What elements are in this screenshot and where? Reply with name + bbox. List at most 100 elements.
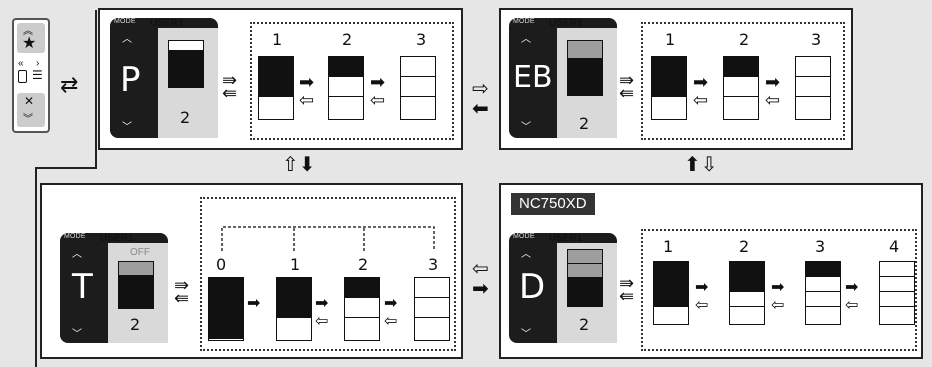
- arrow-left-icon: ⇦: [370, 90, 386, 110]
- step-label: 3: [428, 255, 439, 274]
- step-label: 3: [416, 30, 427, 49]
- mode-arrows-icon: ⇛⇚: [174, 275, 190, 308]
- step-bar: [653, 261, 689, 325]
- arrow-right-icon: ➡: [247, 295, 261, 312]
- arrow-left-icon: ⇦: [765, 90, 781, 110]
- arrow-left-icon: ⇦: [693, 90, 709, 110]
- level-value: 2: [180, 108, 191, 127]
- down-icon: ﹀: [521, 122, 531, 133]
- level-bar: [567, 40, 603, 96]
- step-label: 1: [290, 255, 301, 274]
- arrow-right-icon: ➡: [693, 72, 709, 92]
- panel-t: MODE USER1 ︿ T ﹀ OFF 2 ⇛⇚ 0 1 2 3 ➡ ➡ ⇦ …: [40, 183, 463, 359]
- mode-letter: EB: [513, 60, 553, 95]
- arrow-right-icon: ➡: [472, 278, 489, 300]
- scroll-up-icon: ︽: [23, 26, 33, 37]
- level-bar: [168, 40, 204, 88]
- arrow-right-icon: ➡: [765, 72, 781, 92]
- mode-label: MODE: [513, 18, 535, 25]
- right-icon: ›: [36, 58, 40, 69]
- step-label: 2: [358, 255, 369, 274]
- switch-arrows-icon: ⇄: [60, 72, 79, 97]
- step-bar: [729, 261, 765, 325]
- switch-control: ︽ ★ « › ☰ ✕ ︾: [12, 18, 50, 133]
- arrow-right-icon: ➡: [845, 279, 859, 296]
- arrow-left-icon: ⇦: [472, 258, 489, 280]
- user-label: USER1: [150, 18, 184, 29]
- panel-eb: MODE USER1 ︿ EB ﹀ 2 ⇛⇚ 1 2 3 ➡ ⇦ ➡ ⇦: [499, 8, 853, 150]
- mode-arrows-icon: ⇛⇚: [619, 273, 635, 306]
- up-icon: ︿: [521, 249, 531, 260]
- list-icon: ☰: [32, 68, 43, 82]
- level-bar: [118, 261, 154, 309]
- step-label: 1: [665, 30, 676, 49]
- step-box: 1 2 3 4 ➡ ⇦ ➡ ⇦ ➡ ⇦: [641, 229, 917, 351]
- mode-display: MODE USER1 ︿ T ﹀ OFF 2: [60, 233, 168, 343]
- mode-display: MODE USER1 ︿ D ﹀ 2: [509, 233, 617, 343]
- up-icon: ︿: [122, 34, 132, 45]
- down-icon: ﹀: [72, 329, 82, 340]
- step-label: 2: [739, 30, 750, 49]
- arrow-left-icon: ⇦: [845, 297, 859, 314]
- user-label: USER1: [549, 233, 583, 244]
- mode-display: MODE USER1 ︿ P ﹀ 2: [110, 18, 218, 138]
- mode-arrows-icon: ⇛⇚: [619, 70, 635, 103]
- level-value: 2: [130, 315, 141, 334]
- arrow-right-icon: ➡: [695, 279, 709, 296]
- user-label: USER1: [100, 233, 134, 244]
- step-bar: [651, 56, 687, 120]
- step-label: 1: [272, 30, 283, 49]
- arrow-right-icon: ➡: [299, 72, 315, 92]
- step-bar: [258, 56, 294, 120]
- step-label: 4: [889, 237, 900, 256]
- step-label: 3: [811, 30, 822, 49]
- arrow-left-icon: ⇦: [695, 297, 709, 314]
- step-bar: [723, 56, 759, 120]
- step-bar: [795, 56, 831, 120]
- mode-label: MODE: [513, 233, 535, 240]
- arrow-right-icon: ➡: [370, 72, 386, 92]
- arrow-right-icon: ➡: [384, 295, 398, 312]
- level-bar: [567, 249, 603, 307]
- step-box: 1 2 3 ➡ ⇦ ➡ ⇦: [641, 22, 845, 140]
- phone-icon: [18, 70, 27, 83]
- mode-label: MODE: [114, 18, 136, 25]
- user-label: USER1: [549, 18, 583, 29]
- arrow-left-icon: ⇦: [771, 297, 785, 314]
- step-label: 0: [216, 255, 227, 274]
- step-bar: [276, 277, 312, 341]
- arrow-right-icon: ⇨: [472, 78, 489, 100]
- down-icon: ﹀: [521, 329, 531, 340]
- mode-arrows-icon: ⇛⇚: [222, 70, 238, 103]
- arrow-up-down-icon: ⬆⇩: [684, 154, 718, 176]
- off-label: OFF: [130, 247, 150, 258]
- step-bar: [805, 261, 841, 325]
- step-box: 1 2 3 ➡ ⇦ ➡ ⇦: [250, 22, 454, 140]
- step-bar: [400, 56, 436, 120]
- model-tag: NC750XD: [511, 193, 595, 215]
- panel-p: MODE USER1 ︿ P ﹀ 2 ⇛⇚ 1 2 3 ➡ ⇦ ➡ ⇦: [98, 8, 463, 150]
- step-label: 2: [739, 237, 750, 256]
- arrow-left-icon: ⇦: [384, 313, 398, 330]
- step-bar: [879, 261, 915, 325]
- mode-label: MODE: [64, 233, 86, 240]
- step-label: 3: [815, 237, 826, 256]
- scroll-down-icon: ︾: [23, 114, 33, 125]
- arrow-left-icon: ⇦: [315, 313, 329, 330]
- arrow-left-icon: ⬅: [472, 98, 489, 120]
- star-icon: ★: [22, 35, 37, 52]
- down-icon: ﹀: [122, 122, 132, 133]
- mode-letter: D: [519, 267, 546, 307]
- mode-letter: P: [120, 60, 141, 100]
- mode-display: MODE USER1 ︿ EB ﹀ 2: [509, 18, 617, 138]
- arrow-right-icon: ➡: [771, 279, 785, 296]
- mute-icon: ✕: [24, 94, 35, 108]
- arrow-up-down-icon: ⇧⬇: [282, 154, 316, 176]
- level-value: 2: [579, 315, 590, 334]
- panel-d: NC750XD MODE USER1 ︿ D ﹀ 2 ⇛⇚ 1 2 3 4 ➡ …: [499, 183, 923, 359]
- step-bar: [344, 277, 380, 341]
- level-value: 2: [579, 114, 590, 133]
- step-label: 1: [663, 237, 674, 256]
- mode-letter: T: [72, 267, 93, 307]
- up-icon: ︿: [72, 249, 82, 260]
